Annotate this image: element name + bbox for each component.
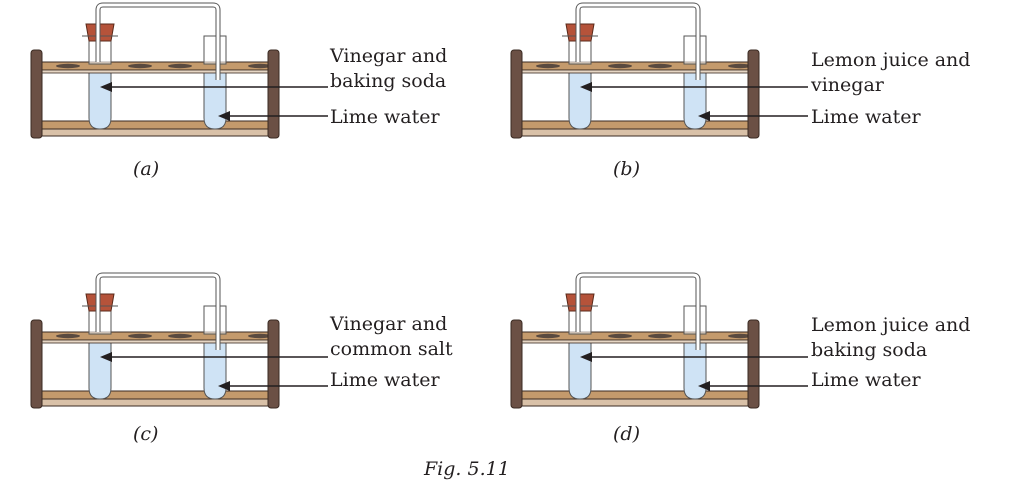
limewater-label-c: Lime water [330, 368, 440, 393]
limewater-tube-neck [203, 305, 227, 335]
rack-hole [536, 333, 560, 339]
rack-hole [128, 63, 152, 69]
rack-top-board-edge [521, 69, 759, 74]
rack-post-right [747, 49, 760, 139]
rack-hole [248, 63, 272, 69]
rack-hole [536, 63, 560, 69]
panel-caption-c: (c) [133, 423, 159, 445]
reactant-arrowhead [580, 82, 592, 92]
panel-caption-a: (a) [133, 158, 160, 180]
rack-hole [608, 333, 632, 339]
limewater-label-a: Lime water [330, 105, 440, 130]
apparatus-diagram [30, 272, 328, 409]
reaction-test-tube [568, 71, 592, 130]
rack-hole [56, 333, 80, 339]
rack-bottom-board [521, 120, 759, 130]
limewater-label-text: Lime water [811, 106, 921, 128]
rack-top-board-edge [521, 339, 759, 344]
reactant-arrowhead [100, 352, 112, 362]
rack-bottom-board [41, 120, 279, 130]
rack-hole [728, 333, 752, 339]
rack-bottom-board [521, 390, 759, 400]
rack-top-board-edge [41, 69, 279, 74]
limewater-label-b: Lime water [811, 105, 921, 130]
rack-base-board [41, 398, 279, 407]
panel-a [28, 0, 508, 200]
rack-hole [648, 333, 672, 339]
apparatus [510, 2, 808, 139]
reactant-label-d: Lemon juice and baking soda [811, 313, 970, 363]
rack-hole [56, 63, 80, 69]
limewater-test-tube [203, 341, 227, 400]
delivery-tube-inner [576, 273, 700, 350]
rack-top-board-edge [41, 339, 279, 344]
rack-base-board [521, 128, 759, 137]
panel-caption-d: (d) [613, 423, 640, 445]
rack-base-board [521, 398, 759, 407]
delivery-tube-inner [96, 273, 220, 350]
delivery-tube-inner [576, 3, 700, 80]
rack-hole [168, 333, 192, 339]
rack-post-right [267, 49, 280, 139]
rack-hole [648, 63, 672, 69]
limewater-test-tube [683, 71, 707, 130]
delivery-tube-inner [96, 3, 220, 80]
reaction-test-tube [88, 71, 112, 130]
rack-hole [168, 63, 192, 69]
rack-base-board [41, 128, 279, 137]
limewater-arrowhead [698, 111, 710, 121]
rack-hole [248, 333, 272, 339]
reactant-label-line: common salt [330, 338, 453, 360]
rack-post-right [747, 319, 760, 409]
rack-hole [728, 63, 752, 69]
limewater-arrowhead [698, 381, 710, 391]
limewater-arrowhead [218, 111, 230, 121]
figure-caption: Fig. 5.11 [424, 458, 510, 480]
apparatus [30, 272, 328, 409]
reactant-label-c: Vinegar and common salt [330, 312, 453, 362]
reactant-label-line: baking soda [811, 339, 928, 361]
rack-hole [128, 333, 152, 339]
limewater-label-text: Lime water [330, 106, 440, 128]
limewater-test-tube [683, 341, 707, 400]
limewater-label-d: Lime water [811, 368, 921, 393]
limewater-arrowhead [218, 381, 230, 391]
panel-d [508, 258, 988, 458]
apparatus [30, 2, 328, 139]
limewater-test-tube [203, 71, 227, 130]
rack-post-left [30, 49, 43, 139]
limewater-tube-neck [683, 305, 707, 335]
rack-bottom-board [41, 390, 279, 400]
reactant-arrowhead [580, 352, 592, 362]
limewater-label-text: Lime water [811, 369, 921, 391]
rack-post-left [510, 49, 523, 139]
panel-caption-b: (b) [613, 158, 640, 180]
limewater-label-text: Lime water [330, 369, 440, 391]
rack-post-left [30, 319, 43, 409]
reaction-test-tube [88, 341, 112, 400]
apparatus-diagram [510, 2, 808, 139]
apparatus-diagram [30, 2, 328, 139]
reactant-label-line: Vinegar and [330, 313, 448, 335]
reactant-arrowhead [100, 82, 112, 92]
reactant-label-line: Lemon juice and [811, 314, 971, 336]
apparatus [510, 272, 808, 409]
reactant-label-a: Vinegar and baking soda [330, 44, 447, 94]
rack-post-right [267, 319, 280, 409]
reactant-label-b: Lemon juice and vinegar [811, 48, 970, 98]
rack-post-left [510, 319, 523, 409]
reactant-label-line: baking soda [330, 70, 447, 92]
reactant-label-line: Vinegar and [330, 45, 448, 67]
apparatus-diagram [510, 272, 808, 409]
reactant-label-line: Lemon juice and [811, 49, 971, 71]
limewater-tube-neck [683, 35, 707, 65]
panel-c [28, 258, 508, 458]
reaction-test-tube [568, 341, 592, 400]
panel-b [508, 0, 988, 200]
reactant-label-line: vinegar [811, 74, 884, 96]
rack-hole [608, 63, 632, 69]
limewater-tube-neck [203, 35, 227, 65]
